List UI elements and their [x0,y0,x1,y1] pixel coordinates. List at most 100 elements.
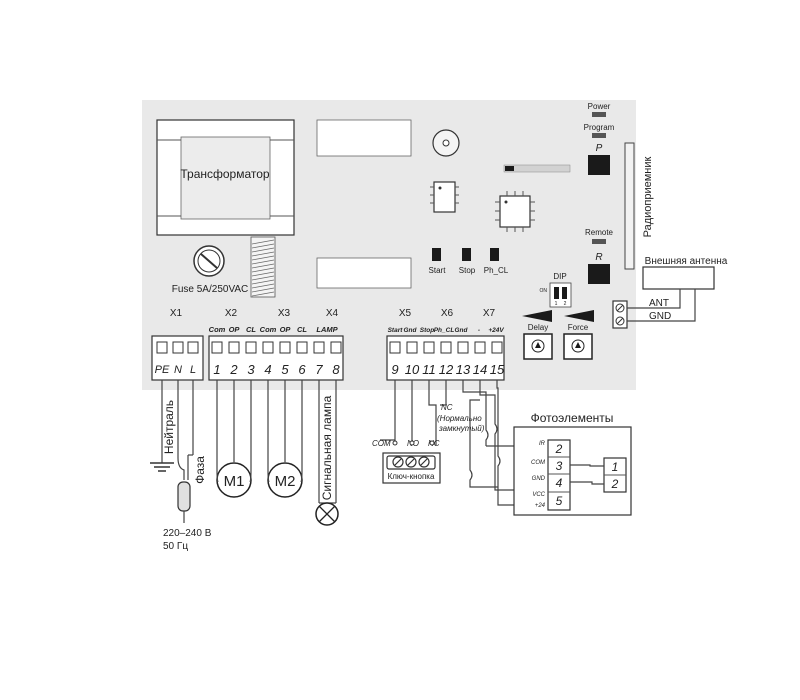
motor-terminal-block: 1 2 3 4 5 6 7 8 [208,335,344,381]
stop-switch[interactable] [462,248,471,261]
group-x5: X5 [399,308,412,319]
nc-label: NC [441,403,453,412]
tx-pin-2: 2 [555,442,563,456]
terminal-screw [296,341,308,354]
key-button-label: Ключ-кнопка [388,472,435,481]
antenna-title: Внешняя антенна [645,256,728,267]
buzzer [432,129,460,157]
radio-connector [624,142,635,270]
dip-switch[interactable]: DIP ON 1 2 [540,272,572,308]
control-terminal-block: 9 10 11 12 13 14 15 [386,335,505,381]
start-switch-label: Start [429,266,447,275]
key-button: COM NO NC Ключ-кнопка [372,439,441,484]
neutral-label: Нейтраль [162,400,176,454]
antenna-gnd-label: GND [649,311,671,322]
terminal-number-15: 15 [490,362,505,377]
terminal-label-10: Gnd [404,327,418,334]
terminal-number-6: 6 [298,362,306,377]
coil-winding [251,255,275,261]
terminal-label-3: CL [246,325,256,334]
terminal-screw [228,341,240,354]
motor-1-label: M1 [224,473,245,490]
terminal-number-10: 10 [405,362,420,377]
terminal-number-3: 3 [247,362,255,377]
coil-winding [251,259,275,265]
chip-processor [495,191,535,232]
group-x6: X6 [441,308,454,319]
terminal-number-9: 9 [391,362,398,377]
tx-label-ir: IR [539,441,546,447]
key-pin-com: COM [372,439,391,448]
rx-pin-2: 2 [611,477,619,491]
led-bar [503,164,571,173]
terminal-number-14: 14 [473,362,487,377]
signal-lamp: Сигнальная лампа [315,380,339,526]
inductor-coil [250,236,276,298]
supply-cable [177,481,191,512]
group-x2: X2 [225,308,238,319]
tx-label-gnd: GND [532,476,546,482]
delay-button[interactable]: Delay [522,310,553,360]
terminal-label-5: OP [280,325,292,334]
program-button[interactable] [588,155,610,175]
program-button-letter: P [596,143,603,154]
terminal-number-8: 8 [332,362,340,377]
group-x4: X4 [326,308,339,319]
fuse [193,245,225,277]
terminal-label-lamp: LAMP [316,325,338,334]
mode-switches: Start Stop Ph_CL [429,248,509,275]
nc-note-line-2: замкнутый) [438,424,485,433]
terminal-number-11: 11 [422,362,436,377]
coil-winding [251,291,275,297]
tx-pin-3: 3 [556,459,563,473]
terminal-screw [474,341,486,354]
remote-indicator: Remote [585,228,614,244]
fuse-label: Fuse 5A/250VAC [172,284,249,295]
program-label: Program [584,123,615,132]
power-terminal-block: PE N L [151,335,204,381]
ph-cl-switch-label: Ph_CL [484,266,509,275]
force-button[interactable]: Force [563,310,594,360]
motor-2-label: M2 [275,473,296,490]
coil-winding [251,263,275,269]
relay-bottom [316,257,412,289]
supply-voltage-label: 220–240 В [163,528,212,539]
remote-label: Remote [585,228,614,237]
dip-position-2: 2 [564,301,567,307]
terminal-screw [491,341,503,354]
antenna-terminal [612,300,628,329]
group-x1: X1 [170,308,183,319]
terminal-label-15: +24V [488,327,504,334]
start-switch[interactable] [432,248,441,261]
dip-label: DIP [553,272,566,281]
coil-winding [251,243,275,249]
program-indicator: Program [584,123,615,138]
coil-winding [251,239,275,245]
terminal-label-6: CL [297,325,307,334]
key-switch-wiring: NC (Нормально замкнутый) [380,380,485,445]
terminal-group-labels: X1 X2 X3 X4 X5 X6 X7 [170,308,496,319]
tx-pin-5: 5 [556,494,563,508]
power-label-l: L [190,364,196,376]
remote-button[interactable] [588,264,610,284]
antenna-ant-label: ANT [649,298,669,309]
terminal-screw [440,341,452,354]
group-x3: X3 [278,308,291,319]
photocell-transmitter: 2 3 4 5 IR COM GND VCC +24 [531,439,571,511]
tx-label-com: COM [531,460,545,466]
coil-winding [251,251,275,257]
ph-cl-switch[interactable] [490,248,499,261]
terminal-number-7: 7 [315,362,323,377]
photocells-title: Фотоэлементы [531,411,614,425]
terminal-screw [211,341,223,354]
delay-label: Delay [528,323,548,332]
key-screw-slot [394,458,402,466]
terminal-number-4: 4 [264,362,271,377]
terminal-label-2: OP [229,325,241,334]
stop-switch-label: Stop [459,266,476,275]
terminal-label-12: Ph_CL [434,327,455,334]
power-label-pe: PE [155,364,170,376]
supply-frequency-label: 50 Гц [163,541,188,552]
power-wiring: Нейтраль Фаза 220–240 В 50 Гц [150,380,212,552]
